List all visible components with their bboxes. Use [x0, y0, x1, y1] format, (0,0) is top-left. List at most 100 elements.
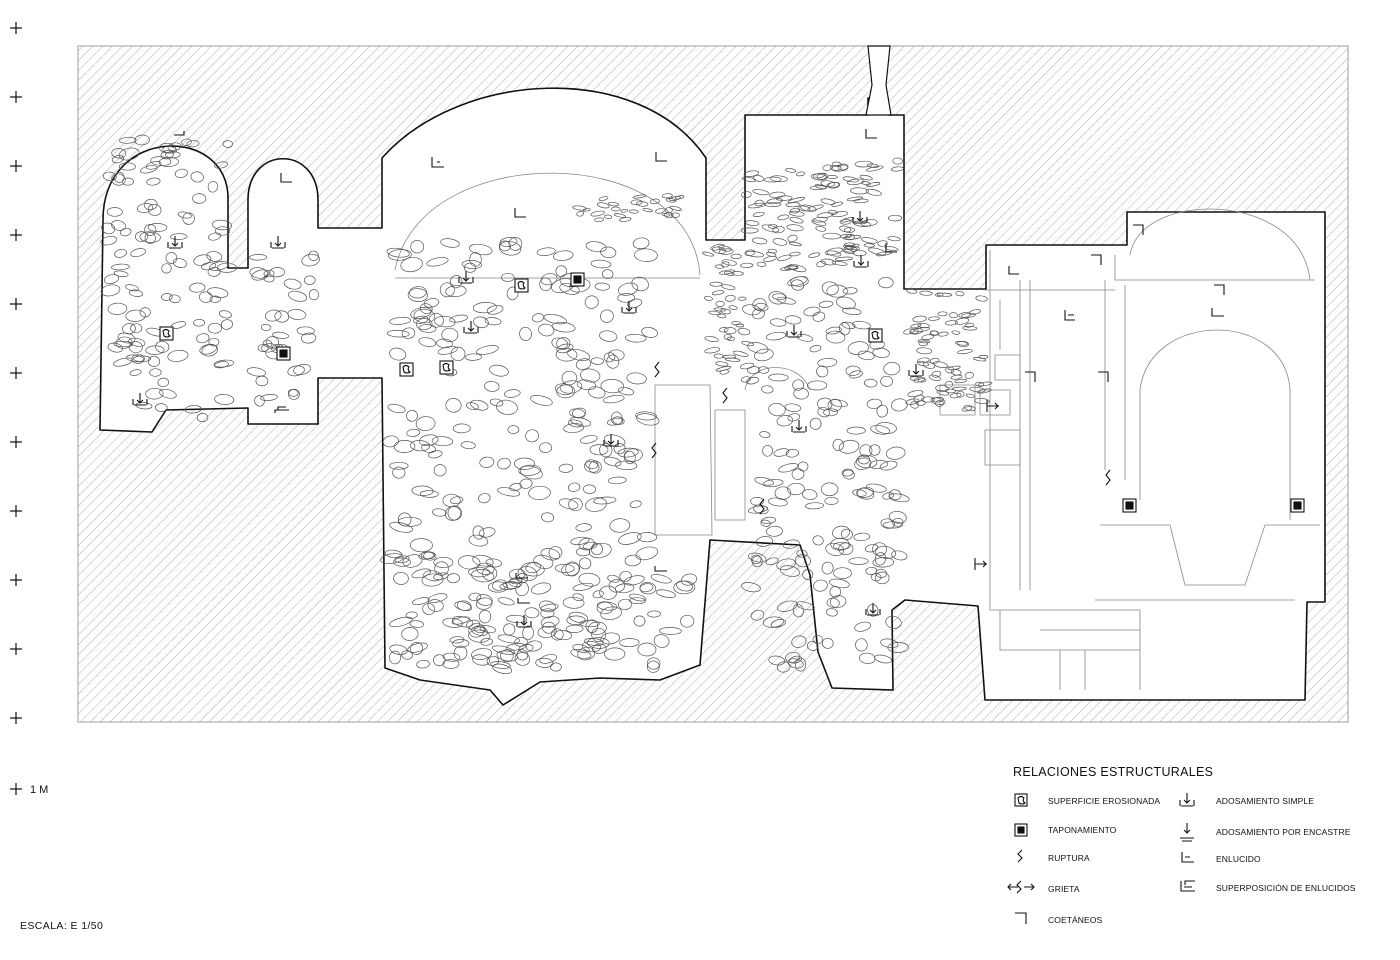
- wall-elevation: [99, 87, 1326, 706]
- stone: [826, 284, 848, 298]
- stone: [129, 369, 142, 376]
- stone: [740, 191, 752, 198]
- legend-label-enlucido: ENLUCIDO: [1216, 854, 1261, 864]
- stone: [167, 349, 189, 362]
- stone: [957, 340, 969, 348]
- stone: [468, 566, 491, 578]
- stone: [719, 327, 729, 333]
- stone: [220, 319, 233, 330]
- legend-label-superficie-erosionada: SUPERFICIE EROSIONADA: [1048, 796, 1161, 806]
- stone: [288, 388, 300, 400]
- stone: [484, 381, 500, 392]
- stone: [611, 206, 621, 212]
- stone: [787, 234, 798, 243]
- stone: [890, 166, 904, 172]
- stone: [756, 261, 767, 267]
- stone: [207, 322, 223, 334]
- stone: [752, 189, 770, 196]
- stone: [751, 308, 765, 320]
- stone: [747, 202, 767, 209]
- stone: [539, 277, 552, 292]
- stone: [805, 502, 824, 510]
- stone: [149, 368, 162, 377]
- stone: [416, 660, 430, 669]
- stone: [126, 354, 144, 363]
- scale-text: ESCALA: E 1/50: [20, 920, 104, 932]
- stone: [829, 399, 848, 408]
- stone: [954, 341, 969, 346]
- stone: [140, 165, 158, 174]
- stone: [936, 292, 953, 297]
- stone: [785, 168, 797, 173]
- stone: [584, 295, 599, 309]
- stone: [533, 554, 554, 569]
- stone: [570, 649, 592, 659]
- stone: [809, 185, 828, 190]
- stone: [750, 554, 762, 565]
- stone: [456, 600, 472, 611]
- stone: [952, 386, 967, 391]
- stone: [463, 262, 477, 273]
- stone: [785, 265, 799, 270]
- stone: [499, 237, 518, 247]
- stone: [623, 575, 645, 586]
- stone: [165, 252, 178, 264]
- stone: [442, 652, 461, 662]
- stone: [125, 284, 139, 292]
- stone: [449, 314, 469, 323]
- stone: [147, 203, 162, 216]
- stone: [489, 364, 509, 377]
- stone: [209, 261, 229, 271]
- stone: [503, 389, 521, 398]
- stone: [906, 288, 918, 294]
- stone: [944, 320, 958, 326]
- stone: [718, 248, 734, 255]
- stone: [218, 310, 232, 319]
- stone: [580, 368, 601, 383]
- stone: [514, 652, 531, 666]
- stone: [111, 148, 127, 159]
- stone: [406, 428, 421, 437]
- stone: [853, 532, 871, 542]
- stone: [802, 489, 818, 500]
- stone: [776, 661, 791, 673]
- stone: [251, 269, 270, 281]
- stone: [584, 638, 604, 646]
- stone: [144, 232, 156, 244]
- stone: [249, 254, 268, 261]
- stone: [572, 593, 584, 602]
- stone: [262, 339, 273, 348]
- stone: [812, 635, 823, 645]
- stone: [916, 360, 930, 367]
- stone: [655, 589, 676, 598]
- stone: [855, 638, 868, 652]
- stone: [539, 600, 556, 613]
- stone: [825, 330, 846, 344]
- stone: [618, 282, 639, 296]
- stone: [763, 176, 782, 183]
- stone: [887, 236, 901, 242]
- stone: [789, 208, 800, 214]
- stone: [892, 517, 904, 527]
- stone: [260, 323, 272, 331]
- stone: [555, 383, 573, 396]
- legend-label-ruptura: RUPTURA: [1048, 853, 1090, 863]
- stone: [576, 211, 585, 217]
- stone: [669, 205, 682, 211]
- stone: [301, 332, 317, 344]
- stone: [598, 196, 609, 201]
- stone: [386, 330, 410, 338]
- stone: [442, 659, 460, 669]
- stone: [918, 340, 929, 347]
- stone: [766, 198, 783, 205]
- stone: [161, 263, 172, 274]
- stone: [445, 285, 467, 297]
- stone: [949, 392, 962, 399]
- stone: [826, 597, 840, 608]
- stone: [468, 629, 491, 643]
- stone: [407, 642, 428, 653]
- stone: [431, 436, 454, 447]
- stone: [813, 579, 828, 592]
- stone: [802, 569, 814, 580]
- stone: [784, 403, 802, 412]
